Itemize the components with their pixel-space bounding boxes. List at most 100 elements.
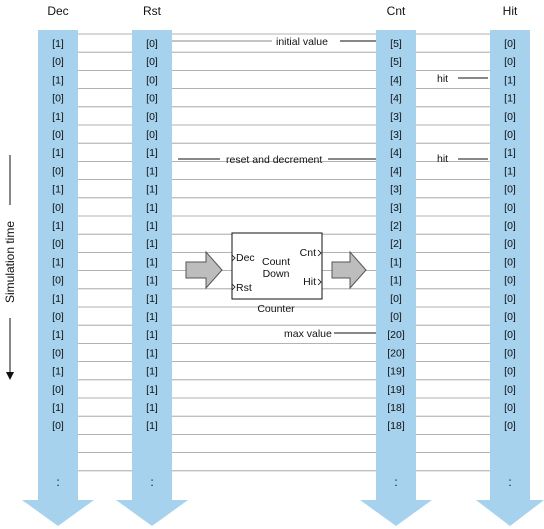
rst-value: [1]: [146, 220, 158, 232]
cnt-value: [0]: [390, 311, 402, 323]
hit-value: [0]: [504, 56, 516, 68]
cnt-value: [3]: [390, 184, 402, 196]
time-arrow-head: [6, 372, 14, 380]
dec-value-bg: [45, 200, 71, 213]
rst-value: [1]: [146, 256, 158, 268]
hit-value-bg: [497, 255, 523, 268]
hit-value: [0]: [504, 402, 516, 414]
hit-value: [0]: [504, 311, 516, 323]
rst-ellipsis: :: [150, 475, 153, 489]
hit-value-bg: [497, 91, 523, 104]
cnt-value: [18]: [387, 402, 405, 414]
hit-value: [0]: [504, 238, 516, 250]
dec-header: Dec: [47, 4, 68, 18]
hit-value-bg: [497, 401, 523, 413]
dec-value-bg: [45, 219, 71, 231]
max-value-label: max value: [284, 328, 332, 340]
cnt-value: [0]: [390, 293, 402, 305]
hit-header: Hit: [503, 4, 518, 18]
cnt-value: [1]: [390, 256, 402, 268]
rst-value: [0]: [146, 111, 158, 123]
dec-value-bg: [45, 401, 71, 413]
cnt-value-bg: [383, 364, 409, 377]
cnt-header: Cnt: [387, 4, 406, 18]
dec-value-bg: [45, 273, 71, 286]
hit-value-bg: [497, 219, 523, 231]
simulation-time-label: Simulation time: [3, 221, 17, 303]
rst-value: [1]: [146, 366, 158, 378]
rst-value: [0]: [146, 38, 158, 50]
counter-output-hit: Hit: [303, 276, 316, 288]
rst-value-bg: [139, 310, 165, 322]
rst-value: [1]: [146, 184, 158, 196]
hit-value-bg: [497, 273, 523, 286]
cnt-value-bg: [383, 219, 409, 231]
rst-value-bg: [139, 164, 165, 177]
cnt-value-bg: [383, 237, 409, 250]
cnt-value: [20]: [387, 347, 405, 359]
hit-value-bg: [497, 182, 523, 195]
cnt-value-bg: [383, 37, 409, 49]
dec-value-bg: [45, 73, 71, 86]
pin-chevron-dec: [231, 254, 236, 262]
dec-value: [0]: [52, 129, 64, 141]
cnt-value: [4]: [390, 93, 402, 105]
counter-input-arrow: [185, 250, 223, 290]
hit-value-bg: [497, 55, 523, 68]
rst-value: [0]: [146, 93, 158, 105]
hit-value-bg: [497, 37, 523, 49]
cnt-value: [5]: [390, 56, 402, 68]
dec-value: [1]: [52, 220, 64, 232]
dec-value: [1]: [52, 38, 64, 50]
rst-value-bg: [139, 128, 165, 140]
cnt-value-bg: [383, 328, 409, 341]
dec-value: [0]: [52, 420, 64, 432]
rst-value: [1]: [146, 420, 158, 432]
rst-value-bg: [139, 328, 165, 341]
cnt-value-bg: [383, 255, 409, 268]
hit-value-bg: [497, 73, 523, 86]
dec-value-bg: [45, 419, 71, 432]
cnt-value: [1]: [390, 275, 402, 287]
counter-title-line2: Down: [263, 268, 290, 280]
cnt-value: [19]: [387, 384, 405, 396]
hit-label-2: hit: [437, 153, 448, 165]
rst-value: [1]: [146, 384, 158, 396]
dec-value-bg: [45, 128, 71, 140]
rst-value-bg: [139, 419, 165, 432]
dec-value: [0]: [52, 311, 64, 323]
dec-value-bg: [45, 55, 71, 68]
cnt-value: [5]: [390, 38, 402, 50]
rst-value: [1]: [146, 238, 158, 250]
rst-value: [1]: [146, 275, 158, 287]
counter-input-dec: Dec: [236, 252, 255, 264]
dec-value: [1]: [52, 111, 64, 123]
cnt-value-bg: [383, 109, 409, 122]
hit-value: [0]: [504, 384, 516, 396]
rst-value: [0]: [146, 56, 158, 68]
dec-value-bg: [45, 182, 71, 195]
cnt-value-bg: [383, 291, 409, 304]
cnt-value-bg: [383, 146, 409, 159]
pin-chevron-cnt: [317, 249, 322, 257]
dec-value: [0]: [52, 202, 64, 214]
counter-output-arrow: [331, 250, 367, 290]
rst-value: [1]: [146, 293, 158, 305]
dec-value-bg: [45, 164, 71, 177]
hit-value-bg: [497, 346, 523, 359]
dec-value-bg: [45, 364, 71, 377]
hit-value-bg: [497, 419, 523, 432]
hit-value-bg: [497, 164, 523, 177]
dec-value-bg: [45, 146, 71, 159]
dec-value: [1]: [52, 256, 64, 268]
hit-value-bg: [497, 237, 523, 250]
hit-value: [0]: [504, 184, 516, 196]
cnt-value: [4]: [390, 74, 402, 86]
cnt-value: [4]: [390, 147, 402, 159]
hit-value: [1]: [504, 165, 516, 177]
hit-value: [1]: [504, 147, 516, 159]
rst-value: [1]: [146, 347, 158, 359]
hit-value: [0]: [504, 38, 516, 50]
hit-value-bg: [497, 128, 523, 140]
dec-value-bg: [45, 310, 71, 322]
